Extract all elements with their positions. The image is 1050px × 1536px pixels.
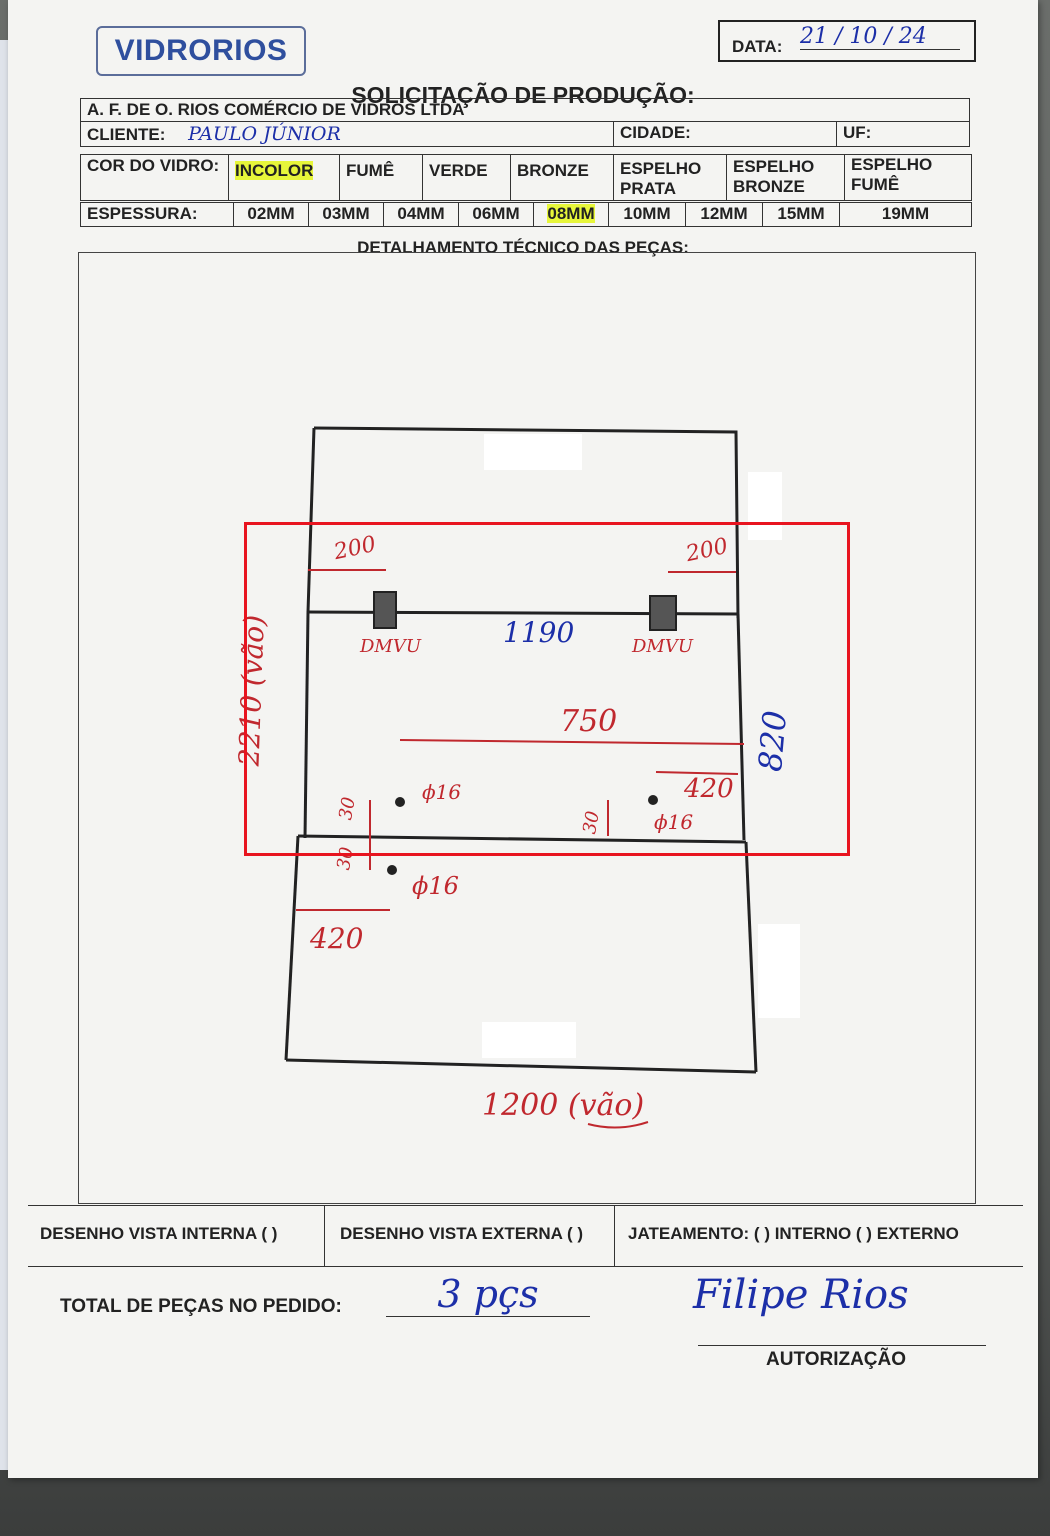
thickness-option-08[interactable]: 08MM (533, 202, 609, 227)
hole-left (395, 797, 405, 807)
thickness-label: ESPESSURA: (80, 202, 234, 227)
hole-diameter-label: ϕ16 (654, 810, 694, 834)
hole-right (648, 795, 658, 805)
color-option-bronze[interactable]: BRONZE (510, 154, 614, 201)
hinge-label: DMVU (360, 636, 422, 657)
divider (324, 1206, 325, 1266)
redacted-block (758, 924, 800, 1018)
uf-cell: UF: (836, 121, 970, 147)
color-option-verde[interactable]: VERDE (422, 154, 511, 201)
date-box: DATA: 21 / 10 / 24 (718, 20, 976, 62)
client-cell: CLIENTE: PAULO JÚNIOR (80, 121, 614, 147)
uf-label[interactable]: UF: (843, 123, 872, 142)
technical-sketch (284, 426, 758, 1129)
glass-color-label: COR DO VIDRO: (80, 154, 229, 201)
city-label[interactable]: CIDADE: (620, 123, 691, 142)
view-external-option[interactable]: DESENHO VISTA EXTERNA ( ) (340, 1224, 584, 1243)
hole-diameter-label: ϕ16 (422, 780, 462, 804)
dimension-label: 420 (684, 774, 734, 804)
redacted-block (482, 1022, 576, 1058)
hinge-label: DMVU (632, 636, 694, 657)
thickness-option-02[interactable]: 02MM (233, 202, 309, 227)
client-value[interactable]: PAULO JÚNIOR (188, 123, 341, 145)
blasting-option[interactable]: JATEAMENTO: ( ) INTERNO ( ) EXTERNO (628, 1224, 959, 1243)
color-option-espelho-prata[interactable]: ESPELHO PRATA (613, 154, 727, 201)
dimension-label: 420 (310, 922, 364, 955)
hinge-left (373, 591, 397, 629)
technical-drawing-area (78, 252, 976, 1204)
glass-panel-outline (285, 1058, 757, 1074)
glass-panel-outline (313, 426, 740, 619)
date-value[interactable]: 21 / 10 / 24 (800, 24, 960, 50)
dimension-line (655, 771, 739, 775)
dimension-line (399, 739, 745, 745)
glass-panel-outline (736, 613, 746, 841)
authorization-label: AUTORIZAÇÃO (766, 1349, 907, 1370)
total-pieces-label: TOTAL DE PEÇAS NO PEDIDO: (60, 1296, 342, 1317)
hole-lower (387, 865, 397, 875)
color-option-fume[interactable]: FUMÊ (339, 154, 423, 201)
view-internal-option[interactable]: DESENHO VISTA INTERNA ( ) (40, 1224, 278, 1243)
thickness-table: ESPESSURA: 02MM 03MM 04MM 06MM 08MM 10MM… (80, 202, 972, 227)
thickness-option-06[interactable]: 06MM (458, 202, 534, 227)
total-pieces-value[interactable]: 3 pçs (386, 1272, 590, 1317)
production-request-sheet: VIDRORIOS DATA: 21 / 10 / 24 SOLICITAÇÃO… (8, 0, 1038, 1478)
panel-divider-line (297, 834, 747, 844)
view-options-row: DESENHO VISTA INTERNA ( ) DESENHO VISTA … (28, 1205, 1023, 1267)
color-option-label: INCOLOR (235, 161, 314, 180)
client-table: A. F. DE O. RIOS COMÉRCIO DE VIDROS LTDA… (80, 98, 970, 147)
glass-panel-outline (306, 427, 316, 613)
dimension-label: 750 (560, 704, 618, 739)
thickness-option-04[interactable]: 04MM (383, 202, 459, 227)
color-option-espelho-bronze[interactable]: ESPELHO BRONZE (726, 154, 845, 201)
thickness-option-10[interactable]: 10MM (608, 202, 686, 227)
glass-panel-outline (284, 835, 300, 1061)
hole-diameter-label: ϕ16 (412, 872, 459, 900)
signature: Filipe Rios (693, 1272, 909, 1318)
underline-mark (587, 1121, 649, 1129)
thickness-option-label: 08MM (547, 204, 595, 223)
color-option-espelho-fume[interactable]: ESPELHO FUMÊ (844, 154, 972, 201)
signature-line (698, 1345, 986, 1346)
dimension-label: 1190 (503, 616, 575, 649)
company-logo: VIDRORIOS (96, 26, 306, 76)
city-cell: CIDADE: (613, 121, 837, 147)
glass-spec-table: COR DO VIDRO: INCOLOR FUMÊ VERDE BRONZE … (80, 154, 972, 201)
glass-panel-outline (303, 611, 310, 839)
redacted-block (484, 434, 582, 470)
date-label: DATA: (732, 37, 783, 56)
client-label: CLIENTE: (87, 125, 166, 144)
annotation-highlight-box (244, 522, 850, 856)
hinge-right (649, 595, 677, 631)
thickness-option-03[interactable]: 03MM (308, 202, 384, 227)
color-option-incolor[interactable]: INCOLOR (228, 154, 340, 201)
redacted-block (748, 472, 782, 540)
divider (614, 1206, 615, 1266)
dimension-label: 1200 (vão) (482, 1088, 645, 1123)
thickness-option-19[interactable]: 19MM (839, 202, 972, 227)
glass-panel-outline (744, 841, 758, 1073)
